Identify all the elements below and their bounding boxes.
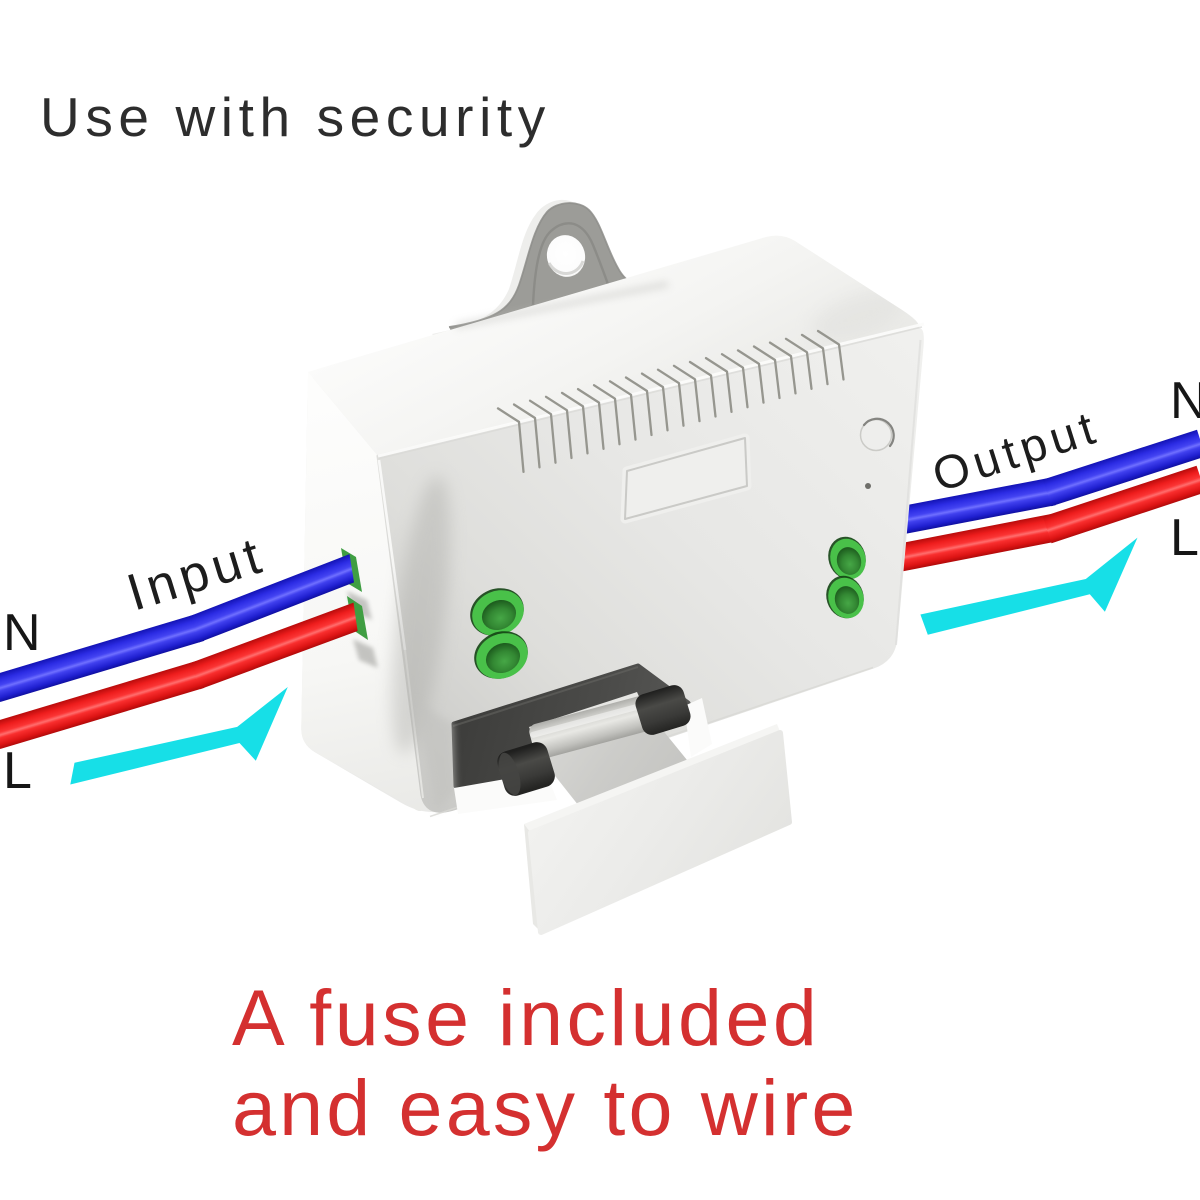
svg-text:N: N (3, 604, 41, 662)
svg-text:and easy to wire: and easy to wire (232, 1063, 858, 1152)
svg-text:N: N (1170, 372, 1200, 430)
svg-text:L: L (3, 742, 32, 800)
svg-text:Use with security: Use with security (40, 86, 551, 148)
svg-text:A fuse included: A fuse included (232, 973, 820, 1062)
svg-text:L: L (1170, 509, 1199, 567)
